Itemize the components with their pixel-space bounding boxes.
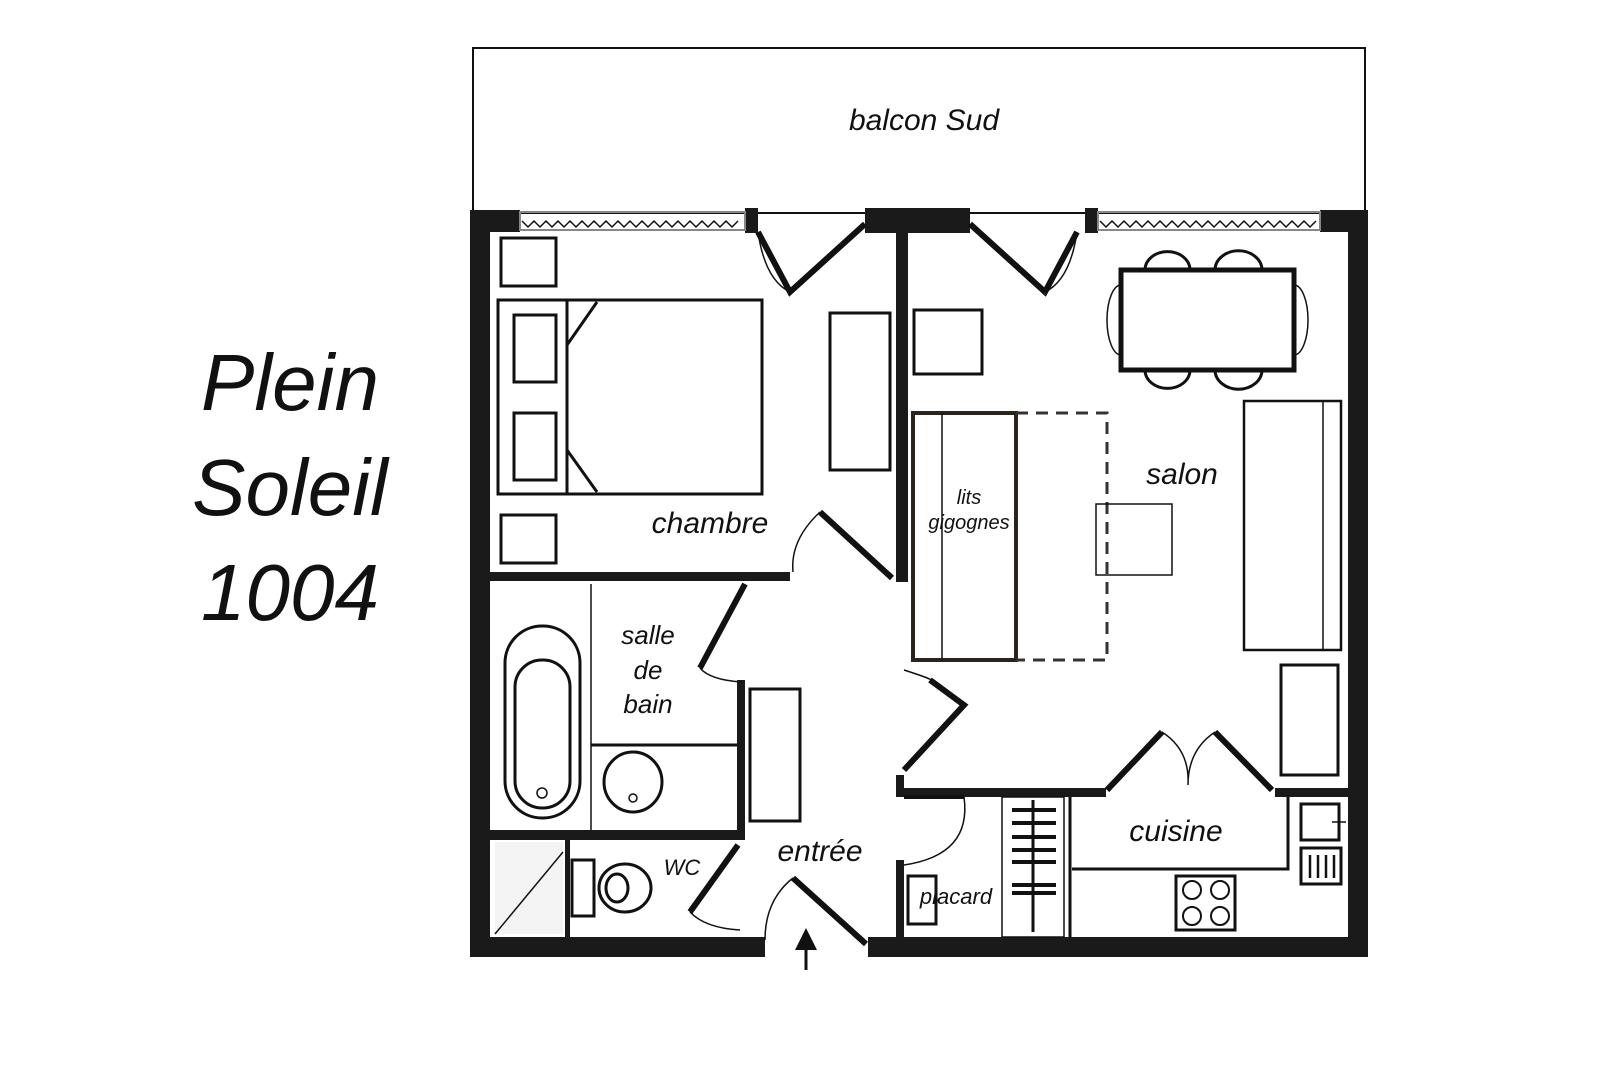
entrance-label: entrée (777, 835, 862, 868)
entrance-door[interactable] (764, 875, 869, 947)
entry-arrow-icon (795, 928, 817, 970)
window-living (1097, 211, 1321, 231)
living-door[interactable] (901, 669, 969, 773)
double-bed (496, 298, 764, 496)
bunk-beds-label-1: lits (957, 487, 981, 509)
kitchen-door[interactable] (1104, 729, 1275, 793)
dining-table (1106, 249, 1309, 391)
living-label: salon (1146, 458, 1218, 491)
kitchen-counter (1072, 797, 1290, 871)
closet-label: placard (919, 884, 993, 909)
tv-cabinet (1279, 663, 1340, 777)
kitchen-label: cuisine (1129, 815, 1222, 848)
dish-rack (1299, 846, 1343, 886)
sofa (1242, 399, 1343, 652)
bunk-beds-label-2: gigognes (928, 512, 1009, 534)
wc-label: WC (664, 855, 701, 880)
bathroom-label-1: salle (621, 620, 674, 650)
window-bedroom (519, 211, 746, 231)
shower-corner (494, 842, 564, 935)
closet-shelf (906, 874, 938, 926)
sink (602, 750, 664, 814)
toilet (570, 858, 653, 918)
outer-walls (470, 208, 1368, 957)
bathroom-door[interactable] (697, 582, 748, 683)
cooktop (1174, 874, 1237, 932)
bedroom-label: chambre (652, 507, 769, 540)
nightstand-bottom (499, 513, 558, 565)
balcony-label: balcon Sud (849, 104, 1000, 137)
title-line-3: 1004 (201, 548, 379, 637)
closet-door[interactable] (903, 795, 966, 866)
interior-walls (490, 232, 1348, 937)
kitchen-sink (1299, 802, 1346, 842)
nightstand-top (499, 236, 558, 288)
bedroom-wardrobe (828, 311, 892, 472)
bathroom-label-2: de (634, 655, 663, 685)
title-line-1: Plein (201, 338, 379, 427)
closet-rack (1001, 796, 1065, 938)
balcony-door-bedroom[interactable] (755, 221, 868, 297)
living-armchair (912, 308, 984, 376)
bunk-beds (911, 411, 1109, 662)
bedroom-door[interactable] (791, 509, 895, 581)
title-line-2: Soleil (192, 443, 390, 532)
bathroom-label-3: bain (623, 689, 672, 719)
coffee-table (1095, 503, 1173, 576)
wc-door[interactable] (687, 843, 741, 931)
entrance-cabinet (748, 687, 802, 823)
balcony-door-living[interactable] (967, 221, 1080, 297)
bathtub (503, 624, 582, 820)
